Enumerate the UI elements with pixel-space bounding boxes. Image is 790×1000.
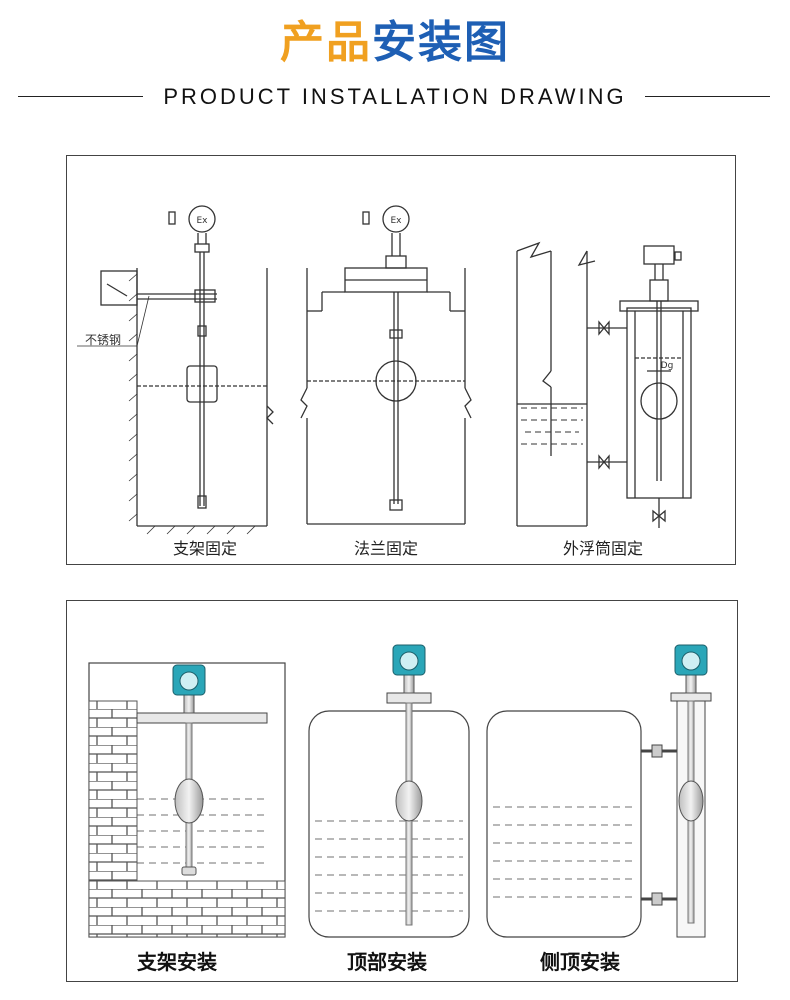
right-divider bbox=[645, 96, 770, 97]
illustration-panel: 支架安装 顶部安装 侧顶安装 bbox=[66, 600, 738, 982]
left-divider bbox=[18, 96, 143, 97]
bracket-mount-drawing bbox=[77, 205, 274, 535]
top-label-bracket: 支架固定 bbox=[173, 539, 237, 558]
line-drawing-panel: Ex Ex Dg 不锈钢 支架固定 法兰固定 外浮筒固定 bbox=[66, 155, 736, 565]
external-cage-drawing bbox=[516, 241, 699, 528]
ex-mark-2: Ex bbox=[390, 216, 402, 226]
dg-mark: Dg bbox=[661, 361, 674, 371]
stainless-steel-note: 不锈钢 bbox=[85, 333, 121, 347]
illustration-canvas: 支架安装 顶部安装 侧顶安装 bbox=[88, 644, 712, 974]
subtitle-row: PRODUCT INSTALLATION DRAWING bbox=[0, 80, 790, 114]
page-header: 产品安装图 bbox=[0, 8, 790, 78]
page-title: 产品安装图 bbox=[0, 8, 790, 78]
page-subtitle: PRODUCT INSTALLATION DRAWING bbox=[163, 84, 627, 109]
side-top-install-illustration bbox=[486, 644, 712, 938]
bottom-label-top: 顶部安装 bbox=[347, 950, 427, 974]
top-label-external: 外浮筒固定 bbox=[563, 539, 643, 558]
bottom-label-side-top: 侧顶安装 bbox=[540, 950, 620, 974]
bracket-install-illustration bbox=[88, 662, 286, 938]
top-label-flange: 法兰固定 bbox=[354, 539, 418, 558]
bottom-label-bracket: 支架安装 bbox=[137, 950, 217, 974]
title-part-orange: 产品 bbox=[280, 17, 372, 68]
line-drawing-canvas: Ex Ex Dg 不锈钢 支架固定 法兰固定 外浮筒固定 bbox=[77, 205, 699, 558]
flange-mount-drawing bbox=[300, 205, 472, 525]
top-install-illustration bbox=[308, 644, 470, 938]
title-part-blue: 安装图 bbox=[372, 17, 510, 68]
ex-mark-1: Ex bbox=[196, 216, 208, 226]
